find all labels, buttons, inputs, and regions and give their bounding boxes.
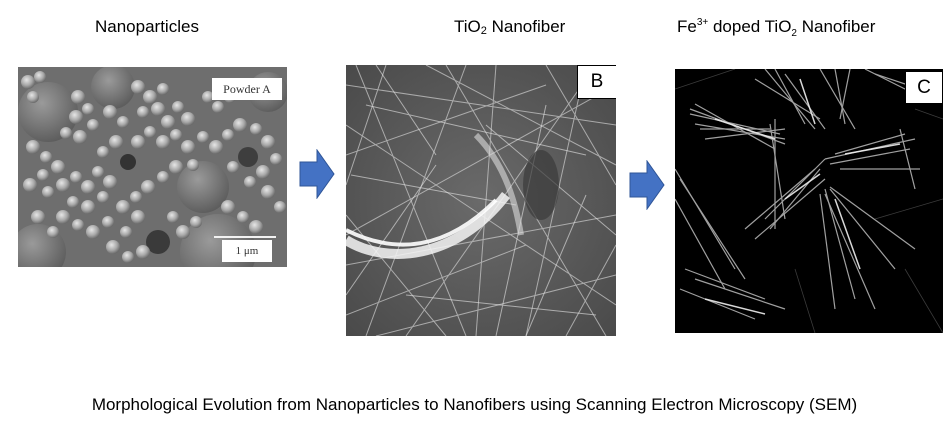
fe-doped-tio2-nanofiber-micrograph xyxy=(675,69,943,333)
panel-b-title-prefix: TiO xyxy=(454,17,481,36)
tio2-nanofiber-micrograph xyxy=(346,65,616,336)
panel-c-title-subscript: 2 xyxy=(791,28,797,39)
panel-c-sem-image: C xyxy=(675,69,943,333)
figure-caption: Morphological Evolution from Nanoparticl… xyxy=(91,395,858,414)
panel-b-title: TiO2 Nanofiber xyxy=(454,17,565,37)
panel-a-title: Nanoparticles xyxy=(95,17,199,37)
panel-c-title-suffix: Nanofiber xyxy=(796,17,876,36)
right-arrow-icon xyxy=(299,149,335,199)
panel-b-letter: B xyxy=(577,65,616,99)
panel-c-title-superscript: 3+ xyxy=(696,17,709,28)
panel-c-title-middle: doped TiO xyxy=(708,17,792,36)
panel-b-title-subscript: 2 xyxy=(480,25,487,37)
panel-a-sem-image: Powder A 1 μm xyxy=(18,67,287,267)
powder-a-label: Powder A xyxy=(212,78,282,100)
panel-b-sem-image: B xyxy=(346,65,616,336)
panel-c-letter: C xyxy=(905,71,943,104)
right-arrow-icon xyxy=(629,160,665,210)
panel-b-title-suffix: Nanofiber xyxy=(486,17,566,36)
panel-c-title: Fe3+ doped TiO2 Nanofiber xyxy=(677,17,875,39)
scale-bar-line xyxy=(214,236,276,238)
panel-c-title-element: Fe xyxy=(677,17,697,36)
panel-a-title-text: Nanoparticles xyxy=(95,17,199,36)
scale-bar-label: 1 μm xyxy=(222,240,272,262)
